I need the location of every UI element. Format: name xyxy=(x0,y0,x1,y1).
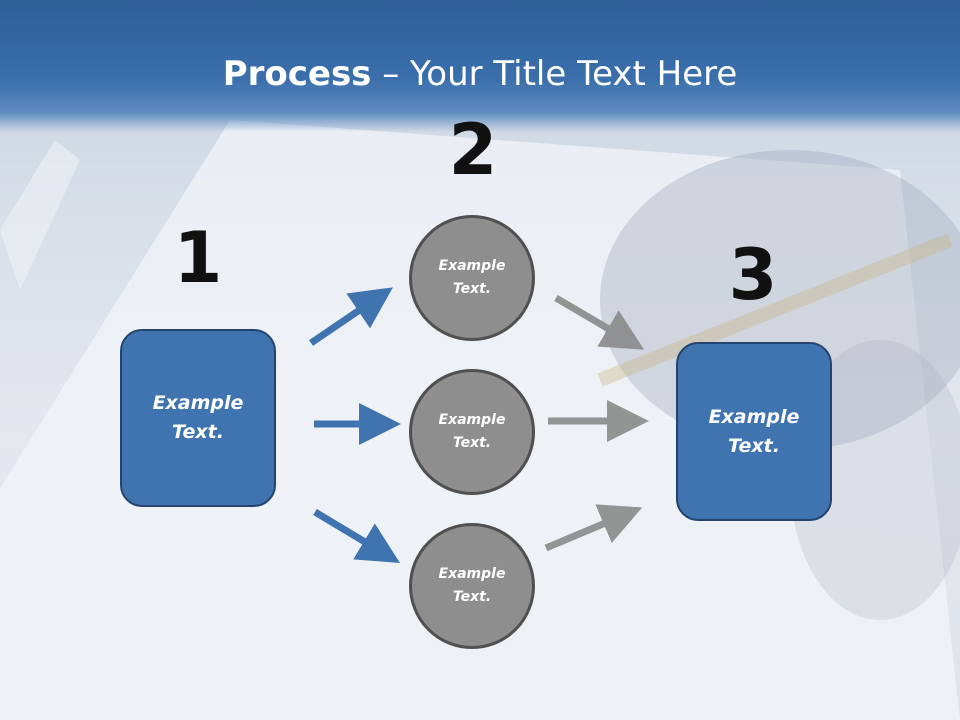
step2-circle-top[interactable]: Example Text. xyxy=(409,215,535,341)
circle-text: Example Text. xyxy=(438,258,506,297)
step-number-2: 2 xyxy=(448,109,498,191)
arrow-blue-up xyxy=(309,287,393,346)
step1-box[interactable]: Example Text. xyxy=(120,329,276,507)
pencil-shape xyxy=(597,233,953,387)
step-number-1: 1 xyxy=(173,217,223,299)
arrow-gray-down xyxy=(554,294,645,350)
step3-box-text: Example Text. xyxy=(708,405,800,457)
arrow-blue-down xyxy=(313,508,401,564)
title-band xyxy=(0,0,960,132)
title-rest: – Your Title Text Here xyxy=(371,54,738,94)
step2-circle-middle[interactable]: Example Text. xyxy=(409,369,535,495)
slide-title[interactable]: Process – Your Title Text Here xyxy=(0,52,960,96)
arrow-gray-up xyxy=(544,504,643,552)
step-number-3: 3 xyxy=(728,234,778,316)
step2-circle-bottom[interactable]: Example Text. xyxy=(409,523,535,649)
circle-text: Example Text. xyxy=(438,566,506,605)
ruler-shape xyxy=(0,140,80,290)
step3-box[interactable]: Example Text. xyxy=(676,342,832,521)
step1-box-text: Example Text. xyxy=(152,392,244,443)
circle-text: Example Text. xyxy=(438,412,506,451)
title-bold: Process xyxy=(222,54,372,94)
finger-shape xyxy=(790,340,960,620)
